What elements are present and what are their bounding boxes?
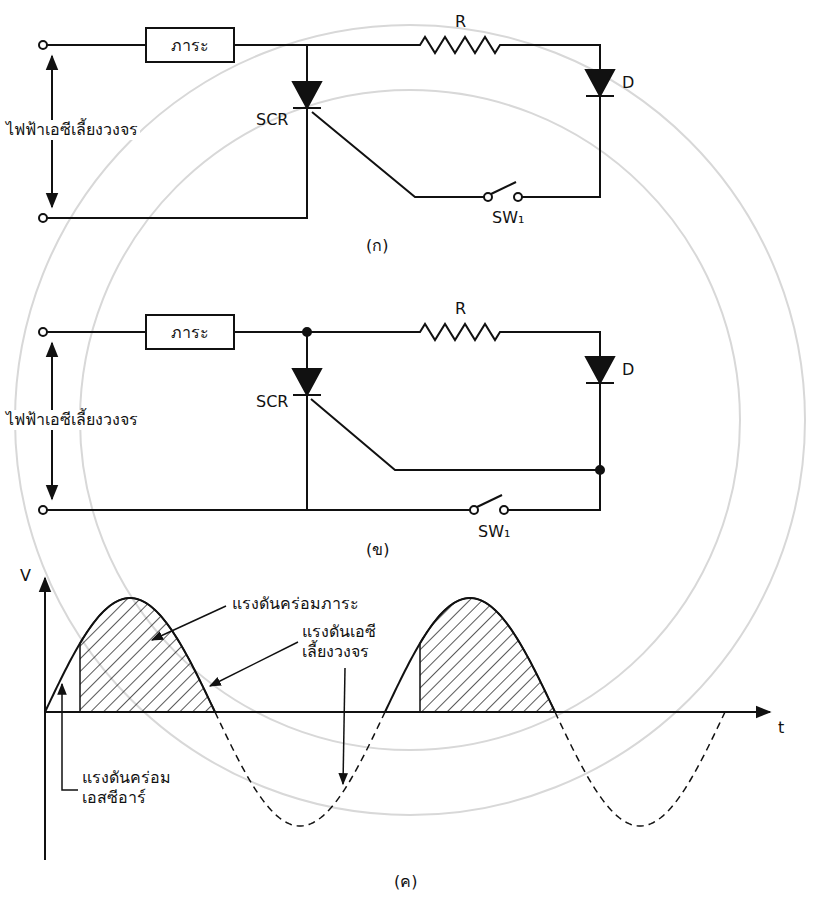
- positive-half-wave: [385, 598, 555, 712]
- diode-label: D: [620, 73, 636, 93]
- switch-label: SW₁: [476, 522, 512, 542]
- resistor-label: R: [453, 299, 468, 319]
- supply-label: ไฟฟ้าเอซีเลี้ยงวงจร: [4, 120, 140, 140]
- load-label: ภาระ: [163, 33, 217, 58]
- curve-label: แรงดันคร่อมภาระ: [230, 594, 361, 614]
- curve-label: แรงดันคร่อม เอสซีอาร์: [80, 768, 200, 808]
- scr-label: SCR: [254, 110, 290, 130]
- load-box: ภาระ: [145, 27, 235, 63]
- figure-label: (ก): [364, 236, 390, 256]
- load-box: ภาระ: [145, 314, 235, 350]
- axis-label: t: [776, 718, 786, 738]
- load-label: ภาระ: [163, 320, 217, 345]
- negative-half-wave: [215, 712, 385, 826]
- figure-label: (ข): [364, 540, 391, 560]
- diode-label: D: [620, 360, 636, 380]
- negative-half-wave: [555, 712, 725, 826]
- waveform: [45, 598, 725, 826]
- switch-label: SW₁: [490, 208, 526, 228]
- positive-half-wave: [45, 598, 215, 712]
- waveform-axes: [45, 578, 770, 860]
- circuit-a-semiconductors: [293, 70, 614, 108]
- resistor-label: R: [453, 12, 468, 32]
- axis-label: V: [18, 566, 33, 586]
- scr-label: SCR: [254, 392, 290, 412]
- circuit-b-semiconductors: [293, 328, 614, 474]
- supply-label: ไฟฟ้าเอซีเลี้ยงวงจร: [4, 410, 140, 430]
- curve-label: แรงดันเอซี เลี้ยงวงจร: [300, 622, 408, 662]
- figure-label: (ค): [392, 872, 419, 892]
